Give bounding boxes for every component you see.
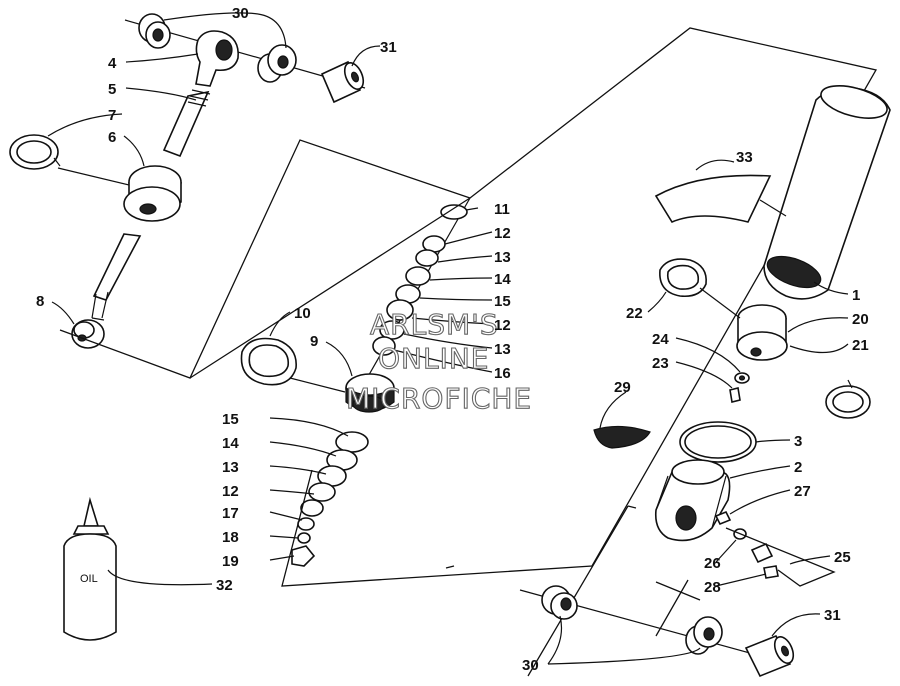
reservoir-piston-20 [736,304,788,361]
valving-stack [240,197,471,567]
callout-10: 10 [294,305,311,322]
callout-2: 2 [794,459,802,476]
callout-8: 8 [36,293,44,310]
callout-19: 19 [222,553,239,570]
callout-20: 20 [852,311,869,328]
decal-33 [654,174,772,224]
o-ring-21 [825,385,871,419]
piston-9 [345,373,395,413]
callout-24: 24 [652,331,669,348]
callout-7: 7 [108,107,116,124]
watermark-line-2: ONLINE [378,342,489,375]
bushing-30-lower-left [519,585,791,665]
callout-4: 4 [108,55,117,72]
callout-3: 3 [794,433,802,450]
piston-rod-lower [91,233,142,321]
callout-32: 32 [216,577,233,594]
bushing-8 [71,319,105,349]
callout-12-c: 12 [222,483,239,500]
valving-detail-panel [189,27,878,587]
callout-15-a: 15 [494,293,511,310]
bushing-30-upper-right [257,44,297,83]
callout-25: 25 [834,549,851,566]
watermark-line-3: MICROFICHE [346,382,532,415]
spacer-31-lower [744,634,795,678]
callout-14-a: 14 [494,271,511,288]
callout-6: 6 [108,129,116,146]
leader-lines [47,12,853,665]
callout-27: 27 [794,483,811,500]
callout-9: 9 [310,333,318,350]
oil-bottle-32: OIL [63,496,117,641]
watermark: ARLSM'S ONLINE MICROFICHE [345,307,532,415]
label-29 [593,425,651,449]
callout-13-a: 13 [494,249,511,266]
callout-26: 26 [704,555,721,572]
seal-head-6 [57,165,182,222]
callout-5: 5 [108,81,116,98]
callout-17: 17 [222,505,239,522]
o-ring-7 [9,134,59,170]
callout-31-bottom: 31 [824,607,841,624]
callout-30-bottom: 30 [522,657,539,674]
callout-29: 29 [614,379,631,396]
o-ring-3 [679,421,757,463]
callout-12-b: 12 [494,317,511,334]
rod-detail-panel [59,139,471,379]
callout-13-c: 13 [222,459,239,476]
callout-21: 21 [852,337,869,354]
shim-stack-lower [291,431,369,567]
callout-30-top: 30 [232,5,249,22]
callout-22: 22 [626,305,643,322]
callout-labels: 30 31 4 5 7 6 8 11 12 13 14 15 12 13 16 … [36,5,869,674]
callout-23: 23 [652,355,669,372]
callout-15-b: 15 [222,411,239,428]
snap-ring-22 [659,258,707,298]
callout-18: 18 [222,529,239,546]
end-cap-2 [654,459,731,542]
watermark-line-1: ARLSM'S [370,308,499,341]
bushing-30-lower-right [685,616,723,655]
callout-33: 33 [736,149,753,166]
piston-rod-5 [162,89,211,158]
end-cap-detail-panel [527,505,836,677]
valve-parts-23-24 [729,372,750,403]
callout-13-b: 13 [494,341,511,358]
piston-ring-10 [240,337,297,386]
callout-14-b: 14 [222,435,239,452]
bushing-30-upper-left [138,13,171,49]
spacer-31-upper [320,60,365,104]
callout-12-a: 12 [494,225,511,242]
top-mount-group [124,13,366,104]
callout-16: 16 [494,365,511,382]
reservoir-body-1 [763,85,891,300]
shaft-eye-4 [195,30,239,87]
callout-1: 1 [852,287,860,304]
bottle-label: OIL [80,573,98,585]
callout-28: 28 [704,579,721,596]
callout-11: 11 [494,201,510,218]
callout-31-top: 31 [380,39,397,56]
shim-stack-upper [372,204,468,356]
